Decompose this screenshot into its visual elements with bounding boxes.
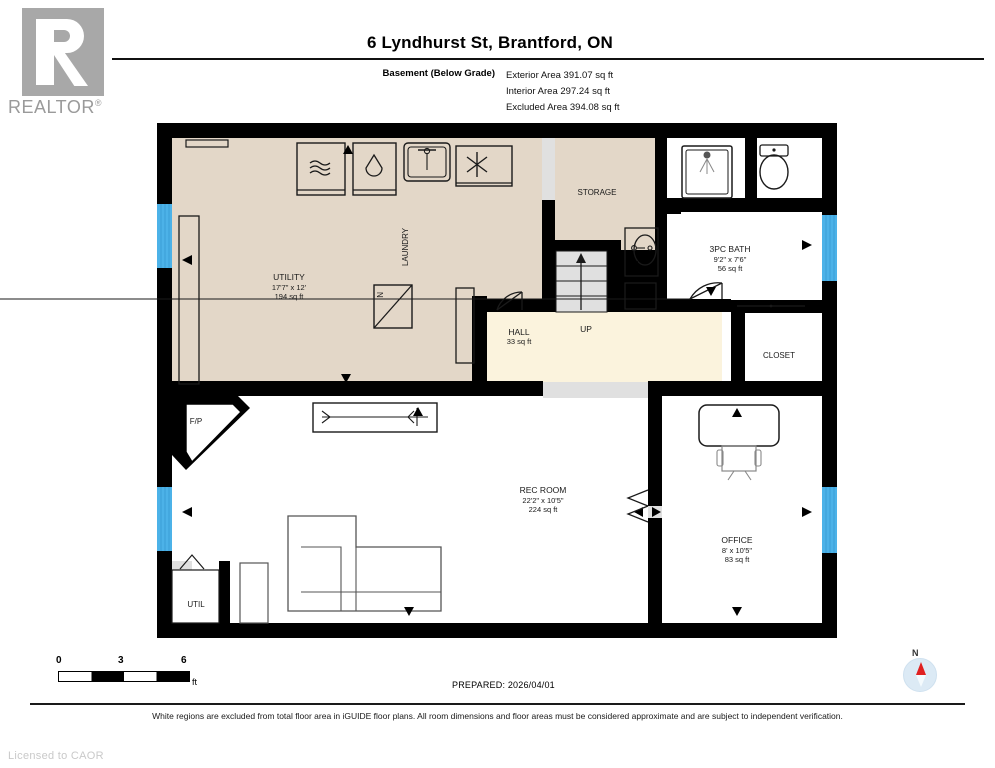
room-area-hall: 33 sq ft	[507, 337, 533, 346]
compass-north-label: N	[912, 648, 919, 658]
compass-needle-south-icon	[916, 675, 926, 687]
room-label-office: OFFICE	[721, 535, 752, 545]
room-area-utility: 194 sq ft	[275, 292, 305, 301]
page-title: 6 Lyndhurst St, Brantford, ON	[366, 33, 613, 52]
room-dims-utility: 17'7" x 12'	[272, 283, 307, 292]
room-label-hall: HALL	[508, 327, 530, 337]
scale-tick-0: 0	[56, 655, 62, 666]
scale-bar	[58, 671, 190, 682]
realtor-r-mark	[22, 8, 104, 96]
excluded-area: Excluded Area 394.08 sq ft	[506, 102, 620, 113]
scale-tick-6: 6	[181, 655, 187, 666]
room-dims-office: 8' x 10'5"	[722, 546, 752, 555]
exterior-area: Exterior Area 391.07 sq ft	[506, 70, 614, 81]
disclaimer-text: White regions are excluded from total fl…	[152, 711, 843, 721]
interior-area: Interior Area 297.24 sq ft	[506, 86, 611, 97]
room-label-fireplace: F/P	[190, 417, 202, 426]
realtor-word-text: REALTOR	[8, 97, 95, 117]
room-area-rec-room: 224 sq ft	[529, 505, 559, 514]
room-label-closet: CLOSET	[763, 351, 795, 360]
room-label-rec-room: REC ROOM	[520, 485, 567, 495]
license-text: Licensed to CAOR	[8, 750, 104, 762]
room-label-utility: UTILITY	[273, 272, 305, 282]
floor-level-label: Basement (Below Grade)	[382, 68, 495, 79]
scale-tick-3: 3	[118, 655, 124, 666]
scale-unit-label: ft	[192, 677, 198, 687]
room-area-office: 83 sq ft	[725, 555, 751, 564]
prepared-date: PREPARED: 2026/04/01	[452, 680, 555, 690]
room-label-laundry: LAUNDRY	[401, 227, 410, 266]
compass-needle-north-icon	[916, 662, 926, 675]
room-area-3pc-bath: 56 sq ft	[718, 264, 744, 273]
area-summary: Exterior Area 391.07 sq ft Interior Area…	[506, 68, 620, 116]
room-label-storage: STORAGE	[578, 188, 617, 197]
room-label-3pc-bath: 3PC BATH	[710, 244, 751, 254]
svg-text:IN: IN	[376, 292, 385, 300]
realtor-wordmark: REALTOR®	[8, 97, 102, 118]
stairs-direction-label: UP	[580, 324, 592, 334]
registered-trademark-icon: ®	[94, 98, 102, 108]
title-divider	[112, 58, 984, 60]
footer-divider	[30, 703, 965, 705]
realtor-logo: REALTOR®	[8, 8, 118, 123]
room-dims-3pc-bath: 9'2" x 7'6"	[714, 255, 747, 264]
room-dims-rec-room: 22'2" x 10'5"	[522, 496, 563, 505]
room-label-util: UTIL	[187, 600, 205, 609]
